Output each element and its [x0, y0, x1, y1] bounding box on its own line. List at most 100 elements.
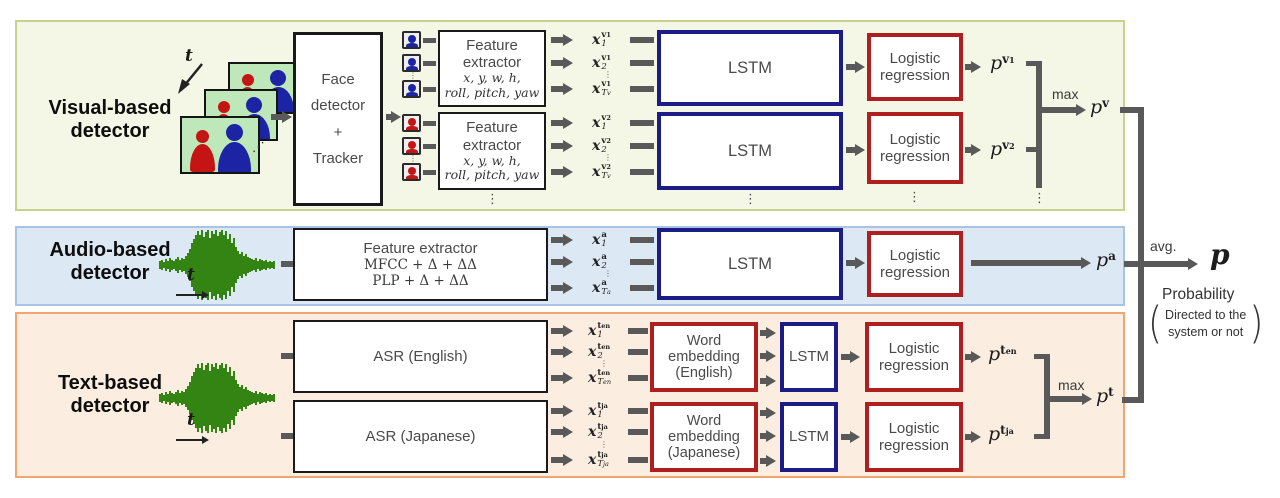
arrow [551, 375, 563, 381]
column-ellipsis: ⋮ [1033, 191, 1046, 206]
connector-stub [630, 86, 654, 92]
asr-japanese-label: ASR (Japanese) [365, 427, 476, 445]
arrow [760, 330, 766, 336]
arrow [551, 86, 563, 92]
audio-logistic-regression-box: Logistic regression [867, 231, 963, 297]
frames-ellipsis: ⋰ [252, 140, 265, 155]
arrow [760, 458, 766, 464]
note-line2: system or not [1168, 324, 1244, 339]
arrow [551, 328, 563, 334]
faces-ellipsis: ⋮ [409, 71, 417, 80]
max-bracket-bar [1036, 61, 1042, 188]
connector-stub [423, 121, 436, 126]
arrow [841, 354, 850, 360]
audio-feature-extractor-box: Feature extractor MFCC + Δ + ΔΔ PLP + Δ … [293, 228, 548, 301]
connector-stub [423, 87, 436, 92]
sequence-ellipsis: ⋮ [600, 359, 608, 368]
connector-stub [628, 328, 648, 334]
bracket-stub [1034, 434, 1046, 439]
connector-stub [423, 38, 436, 43]
fe-math-line: roll, pitch, yaw [444, 84, 540, 100]
text-title-line1: Text-based [57, 372, 163, 394]
audio-lstm-box: LSTM [657, 228, 843, 300]
connector-stub [628, 375, 648, 381]
arrow [846, 64, 855, 70]
x-symbol: x [592, 232, 601, 248]
visual-title-line1: Visual-based [48, 97, 172, 119]
connector-stub [630, 143, 654, 149]
video-frame-front [180, 116, 260, 174]
connector-stub [423, 144, 436, 149]
arrow [551, 259, 563, 265]
fusion-bar [1138, 107, 1144, 403]
logistic-line: regression [879, 264, 951, 281]
face-thumb-blue-icon [402, 80, 421, 98]
fe-math-line: MFCC + Δ + ΔΔ [364, 256, 477, 273]
x-symbol: x [588, 370, 597, 386]
lstm-label: LSTM [727, 254, 772, 273]
output-p-v1: pv1 [990, 52, 1015, 74]
person-blue-body [218, 142, 251, 172]
person-red-head [218, 101, 230, 113]
face-thumb-blue-icon [402, 31, 421, 49]
person-red-head [196, 130, 209, 143]
face-detector-line: Tracker [312, 149, 364, 167]
fe-title-line: extractor [462, 54, 522, 72]
lstm-label: LSTM [727, 141, 772, 160]
final-probability-symbol: p [1210, 238, 1230, 271]
connector-stub [281, 433, 293, 439]
bracket-stub [1026, 147, 1038, 152]
person-red-head [242, 74, 254, 86]
logistic-line: regression [879, 67, 951, 84]
asr-english-box: ASR (English) [293, 320, 548, 393]
fe-title-line: Feature [466, 119, 518, 137]
word-embedding-english-box: Word embedding (English) [650, 322, 758, 392]
sequence-ellipsis: ⋮ [604, 269, 612, 278]
arrow [551, 143, 563, 149]
person-blue-head [226, 124, 243, 141]
lstm-v1-box: LSTM [657, 30, 843, 106]
arrow-avg-output [1144, 261, 1188, 267]
max-operator-label: max [1058, 377, 1085, 393]
face-thumb-red-icon [402, 137, 421, 155]
arrow [551, 457, 563, 463]
face-thumb-red-icon [402, 114, 421, 132]
lstm-v2-box: LSTM [657, 112, 843, 190]
arrow [846, 260, 855, 266]
logistic-line: Logistic [888, 339, 940, 357]
logistic-regression-v1-box: Logistic regression [867, 33, 963, 101]
connector-stub [630, 285, 654, 291]
output-p-t: pt [1096, 385, 1114, 407]
arrow [551, 285, 563, 291]
asr-english-label: ASR (English) [373, 347, 468, 365]
we-line: Word [686, 412, 722, 429]
logistic-line: Logistic [889, 49, 941, 67]
we-line: Word [686, 332, 722, 349]
arrow-facedetector-to-faces [386, 114, 391, 120]
lstm-label: LSTM [788, 428, 829, 446]
faces-ellipsis: ⋮ [409, 154, 417, 163]
lstm-label: LSTM [788, 348, 829, 366]
we-line: embedding [668, 428, 740, 445]
probability-caption: Probability [1162, 286, 1235, 303]
arrow [760, 433, 766, 439]
face-detector-tracker-box: Face detector + Tracker [293, 32, 383, 206]
face-detector-line: detector [310, 97, 366, 115]
connector-stub [630, 169, 654, 175]
we-line: (Japanese) [667, 445, 741, 462]
audio-title-line2: detector [70, 262, 150, 284]
arrow-max-output [1050, 396, 1082, 402]
arrow [551, 408, 563, 414]
feature-extractor-v2-box: Feature extractor x, y, w, h, roll, pitc… [438, 112, 546, 190]
connector-stub [423, 170, 436, 175]
column-ellipsis: ⋮ [908, 190, 921, 205]
x-symbol: x [592, 115, 601, 131]
logistic-line: regression [879, 148, 951, 165]
x-symbol: x [592, 81, 601, 97]
